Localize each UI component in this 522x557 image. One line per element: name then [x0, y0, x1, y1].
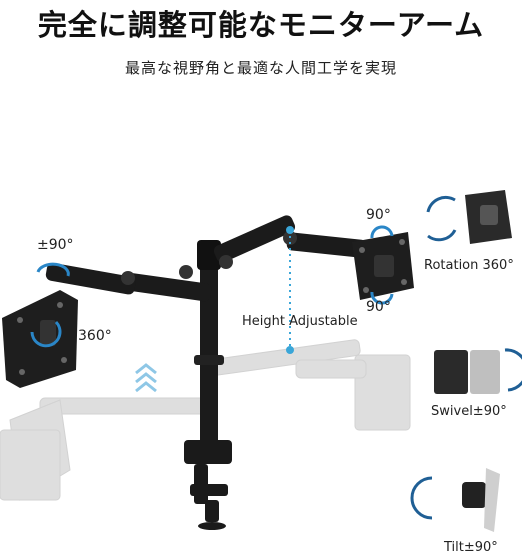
- right-vesa-plate: [352, 232, 414, 300]
- right-top-angle-label: 90°: [366, 207, 391, 223]
- right-bottom-angle-label: 90°: [366, 299, 391, 315]
- pole: [194, 240, 224, 453]
- swivel-label: Swivel±90°: [431, 404, 507, 419]
- rotation-icon: [426, 190, 512, 244]
- page-subtitle: 最高な視野角と最適な人間工学を実現: [124, 59, 397, 77]
- page-title: 完全に調整可能なモニターアーム: [37, 8, 485, 42]
- swivel-icon: [434, 348, 522, 394]
- left-tilt-label: ±90°: [37, 237, 74, 253]
- tilt-icon: [410, 468, 500, 532]
- up-arrows-icon: [135, 363, 157, 393]
- ghost-arm: [0, 339, 411, 501]
- rotation-arrows-icon: [30, 225, 394, 348]
- left-vesa-plate: [2, 290, 78, 388]
- left-rotation-label: 360°: [78, 328, 112, 344]
- right-arm: [213, 215, 367, 269]
- desk-clamp: [184, 440, 232, 530]
- rotation-label: Rotation 360°: [424, 258, 514, 273]
- height-indicator: [286, 226, 294, 354]
- tilt-label: Tilt±90°: [444, 540, 498, 555]
- height-label: Height Adjustable: [242, 314, 358, 329]
